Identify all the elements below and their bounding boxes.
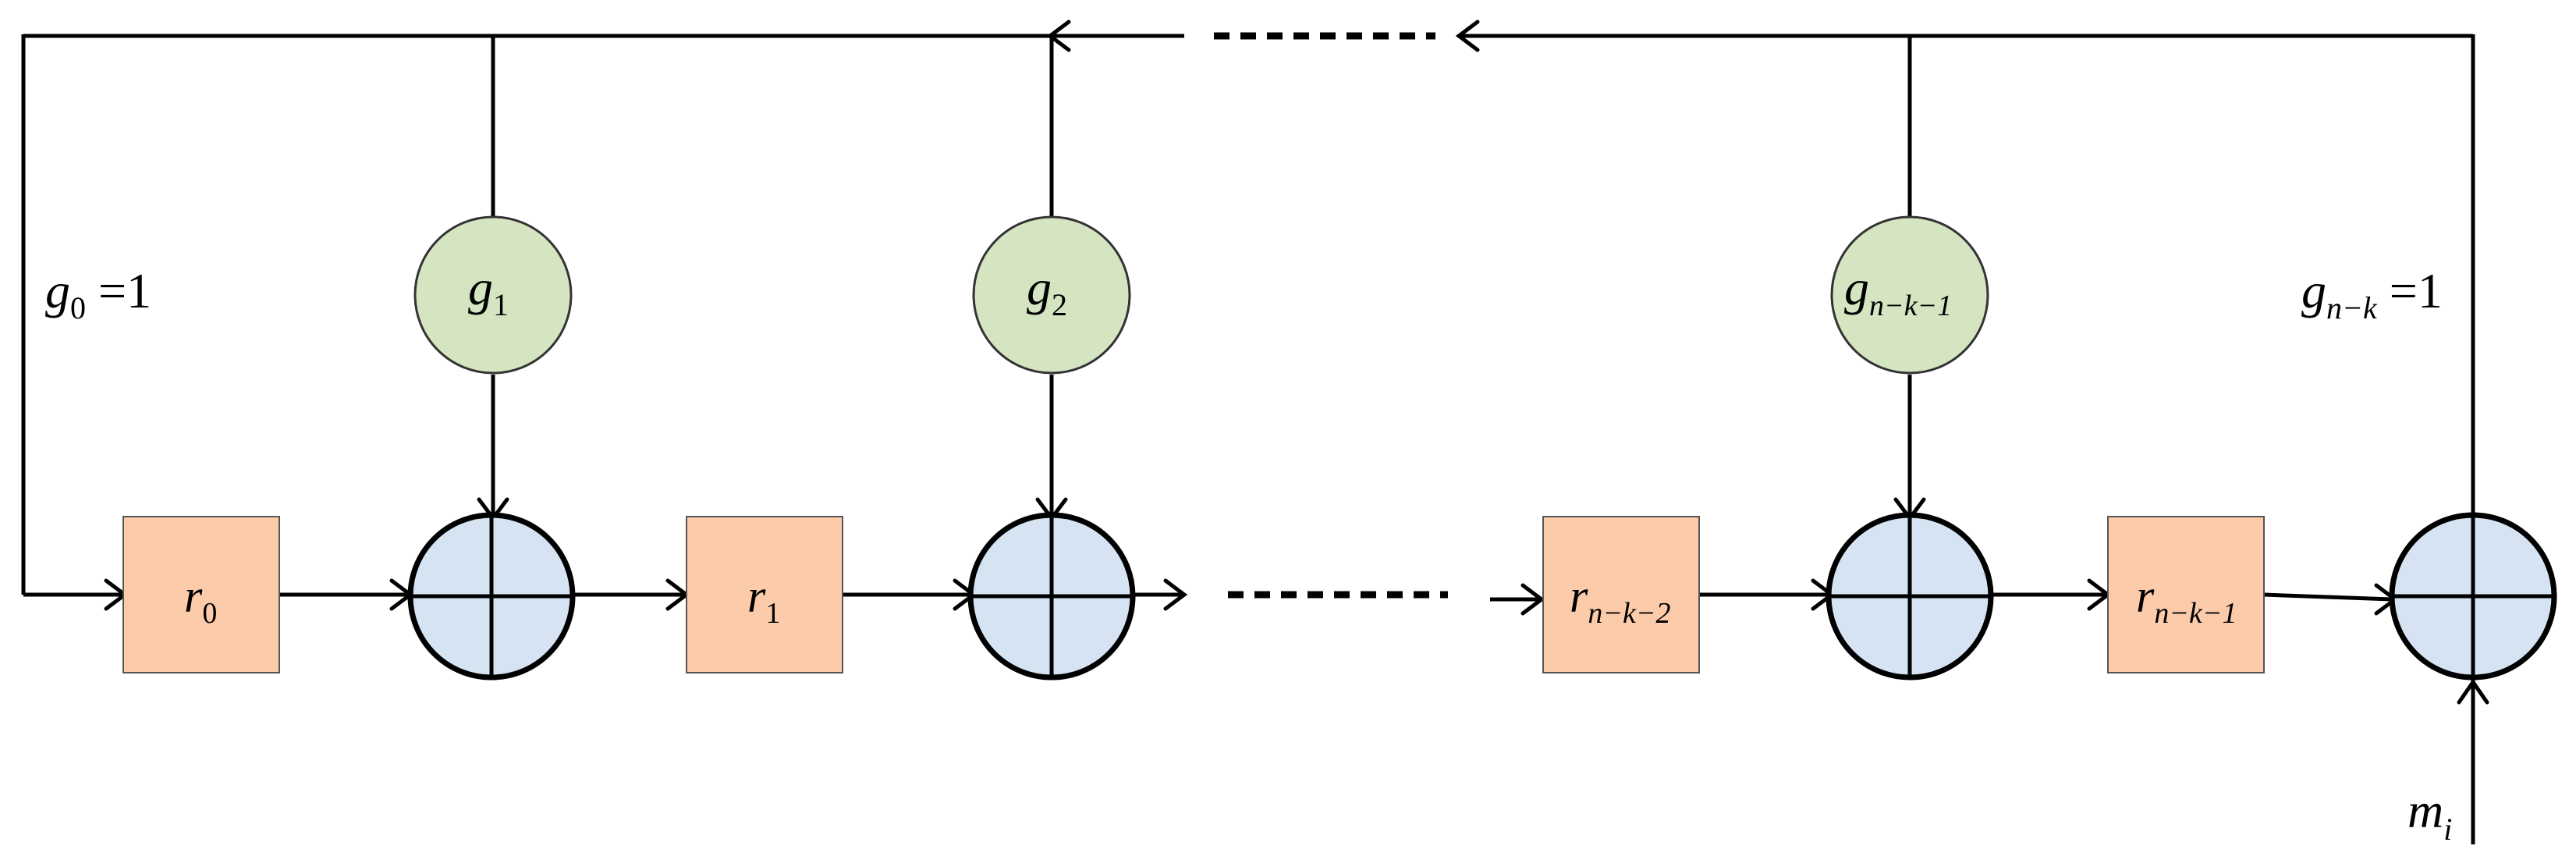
xor-adder-3 — [1826, 512, 1994, 681]
register-r-n-k-2 — [1542, 516, 1700, 673]
coefficient-g2 — [972, 215, 1131, 375]
register-label-r-n-k-2: rn−k−2 — [1570, 570, 1671, 630]
coefficient-g-n-k-1 — [1830, 215, 1989, 375]
xor-adder-1 — [407, 512, 576, 681]
xor-adder-final — [2389, 512, 2557, 681]
coefficient-label-g1: g1 — [468, 260, 509, 322]
register-label-r0: r0 — [184, 570, 217, 630]
coefficient-label-g2: g2 — [1027, 260, 1067, 322]
coefficient-taps — [491, 36, 1912, 217]
coefficient-to-adder-links — [477, 375, 1926, 522]
register-label-r-n-k-1: rn−k−1 — [2136, 570, 2237, 630]
tap-label-g-n-k: gn−k =1 — [2301, 263, 2443, 325]
register-label-r1: r1 — [747, 570, 780, 630]
register-r-n-k-1 — [2107, 516, 2265, 673]
coefficient-g1 — [413, 215, 573, 375]
feedback-bus — [21, 20, 2475, 844]
input-label-mi: mi — [2407, 783, 2452, 847]
xor-adder-2 — [967, 512, 1136, 681]
tap-label-g0: g0 =1 — [45, 263, 151, 325]
register-r0 — [122, 516, 280, 673]
coefficient-label-g-n-k-1: gn−k−1 — [1844, 260, 1952, 322]
register-r1 — [686, 516, 843, 673]
bus-arrow-left-2 — [1455, 20, 1480, 52]
